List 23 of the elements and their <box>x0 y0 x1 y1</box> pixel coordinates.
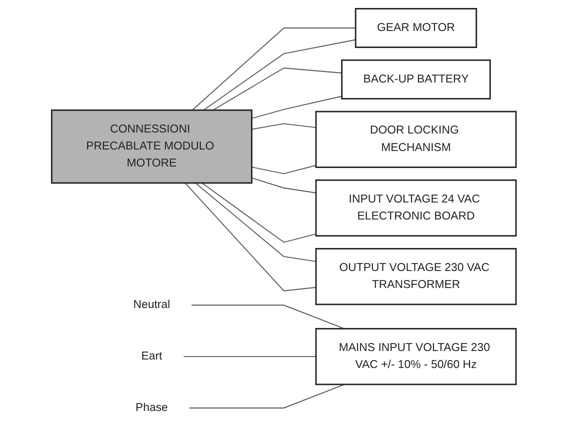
node-text: Eart <box>141 350 162 362</box>
node-box: DOOR LOCKING MECHANISM <box>315 110 517 168</box>
connector <box>251 177 317 194</box>
node-box: CONNESSIONI PRECABLATE MODULO MOTORE <box>51 109 253 184</box>
node-box: BACK-UP BATTERY <box>341 59 491 100</box>
node-text: Neutral <box>133 298 170 311</box>
node-box: INPUT VOLTAGE 24 VAC ELECTRONIC BOARD <box>315 179 517 237</box>
node-text: Phase <box>136 402 168 414</box>
connector <box>184 182 317 292</box>
connector <box>195 182 317 262</box>
node-box: GEAR MOTOR <box>355 8 478 48</box>
node-box: MAINS INPUT VOLTAGE 230 VAC +/- 10% - 50/60 Hz <box>315 328 517 386</box>
connector <box>202 182 317 243</box>
connector <box>192 28 356 111</box>
connector <box>203 39 356 111</box>
connector <box>251 123 317 130</box>
node-box: OUTPUT VOLTAGE 230 VAC TRANSFORMER <box>315 248 517 306</box>
connector <box>189 384 346 408</box>
connector <box>183 356 317 358</box>
connector <box>251 96 342 119</box>
connector <box>191 304 346 330</box>
connector <box>212 68 342 111</box>
connector <box>251 164 317 174</box>
